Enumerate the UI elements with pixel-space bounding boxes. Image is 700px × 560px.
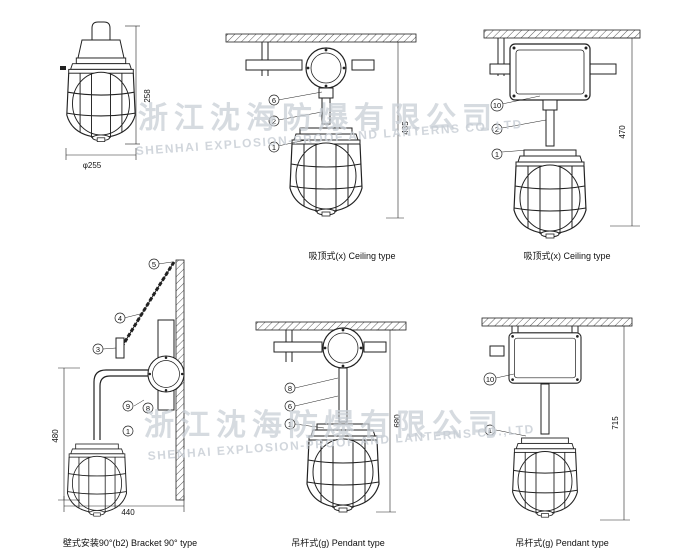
caption-ceiling-b: 吸顶式(x) Ceiling type: [523, 250, 610, 261]
callout-four: 4: [118, 314, 122, 323]
callout-one-d: 1: [288, 420, 292, 429]
ceiling-b-height-dim: 470: [618, 125, 627, 139]
caption-bracket: 壁式安装90°(b2) Bracket 90° type: [63, 537, 197, 548]
callout-ten-a: 10: [493, 101, 501, 110]
base-diameter-dim: φ255: [83, 161, 102, 170]
figure-bracket: 480 440: [51, 259, 185, 517]
watermark-cn-bottom: 浙江沈海防爆有限公司: [144, 409, 504, 442]
bracket-height-dim: 480: [51, 429, 60, 443]
watermark-cn-top: 浙江沈海防爆有限公司: [138, 102, 498, 135]
caption-pendant-a: 吊杆式(g) Pendant type: [291, 537, 385, 548]
callout-one-b: 1: [495, 150, 499, 159]
callout-one-c: 1: [126, 427, 130, 436]
callout-five: 5: [152, 260, 156, 269]
pendant-b-height-dim: 715: [611, 416, 620, 430]
callout-one-e: 1: [488, 426, 492, 435]
callout-three: 3: [96, 345, 100, 354]
base-height-dim: 258: [143, 89, 152, 103]
callout-six-a: 6: [272, 96, 276, 105]
callout-eight-b: 8: [288, 384, 292, 393]
caption-ceiling-a: 吸顶式(x) Ceiling type: [308, 250, 395, 261]
ceiling-a-height-dim: 435: [401, 121, 410, 135]
callout-eight-a: 8: [146, 404, 150, 413]
figure-pendant-square: 715: [481, 317, 633, 521]
bracket-width-dim: 440: [121, 508, 135, 517]
figure-ceiling-square: 470: [483, 29, 641, 239]
callout-two-a: 2: [272, 117, 276, 126]
callout-ten-b: 10: [486, 375, 494, 384]
callout-nine: 9: [126, 402, 130, 411]
callout-six-b: 6: [288, 402, 292, 411]
callout-one-a: 1: [272, 143, 276, 152]
caption-pendant-b: 吊杆式(g) Pendant type: [515, 537, 609, 548]
pendant-a-height-dim: 680: [393, 414, 402, 428]
callout-two-b: 2: [495, 125, 499, 134]
figure-pendant-round: 680: [255, 321, 407, 513]
figure-ceiling-round: 435: [225, 33, 417, 219]
figure-base-lamp: 258 φ255: [60, 21, 152, 170]
